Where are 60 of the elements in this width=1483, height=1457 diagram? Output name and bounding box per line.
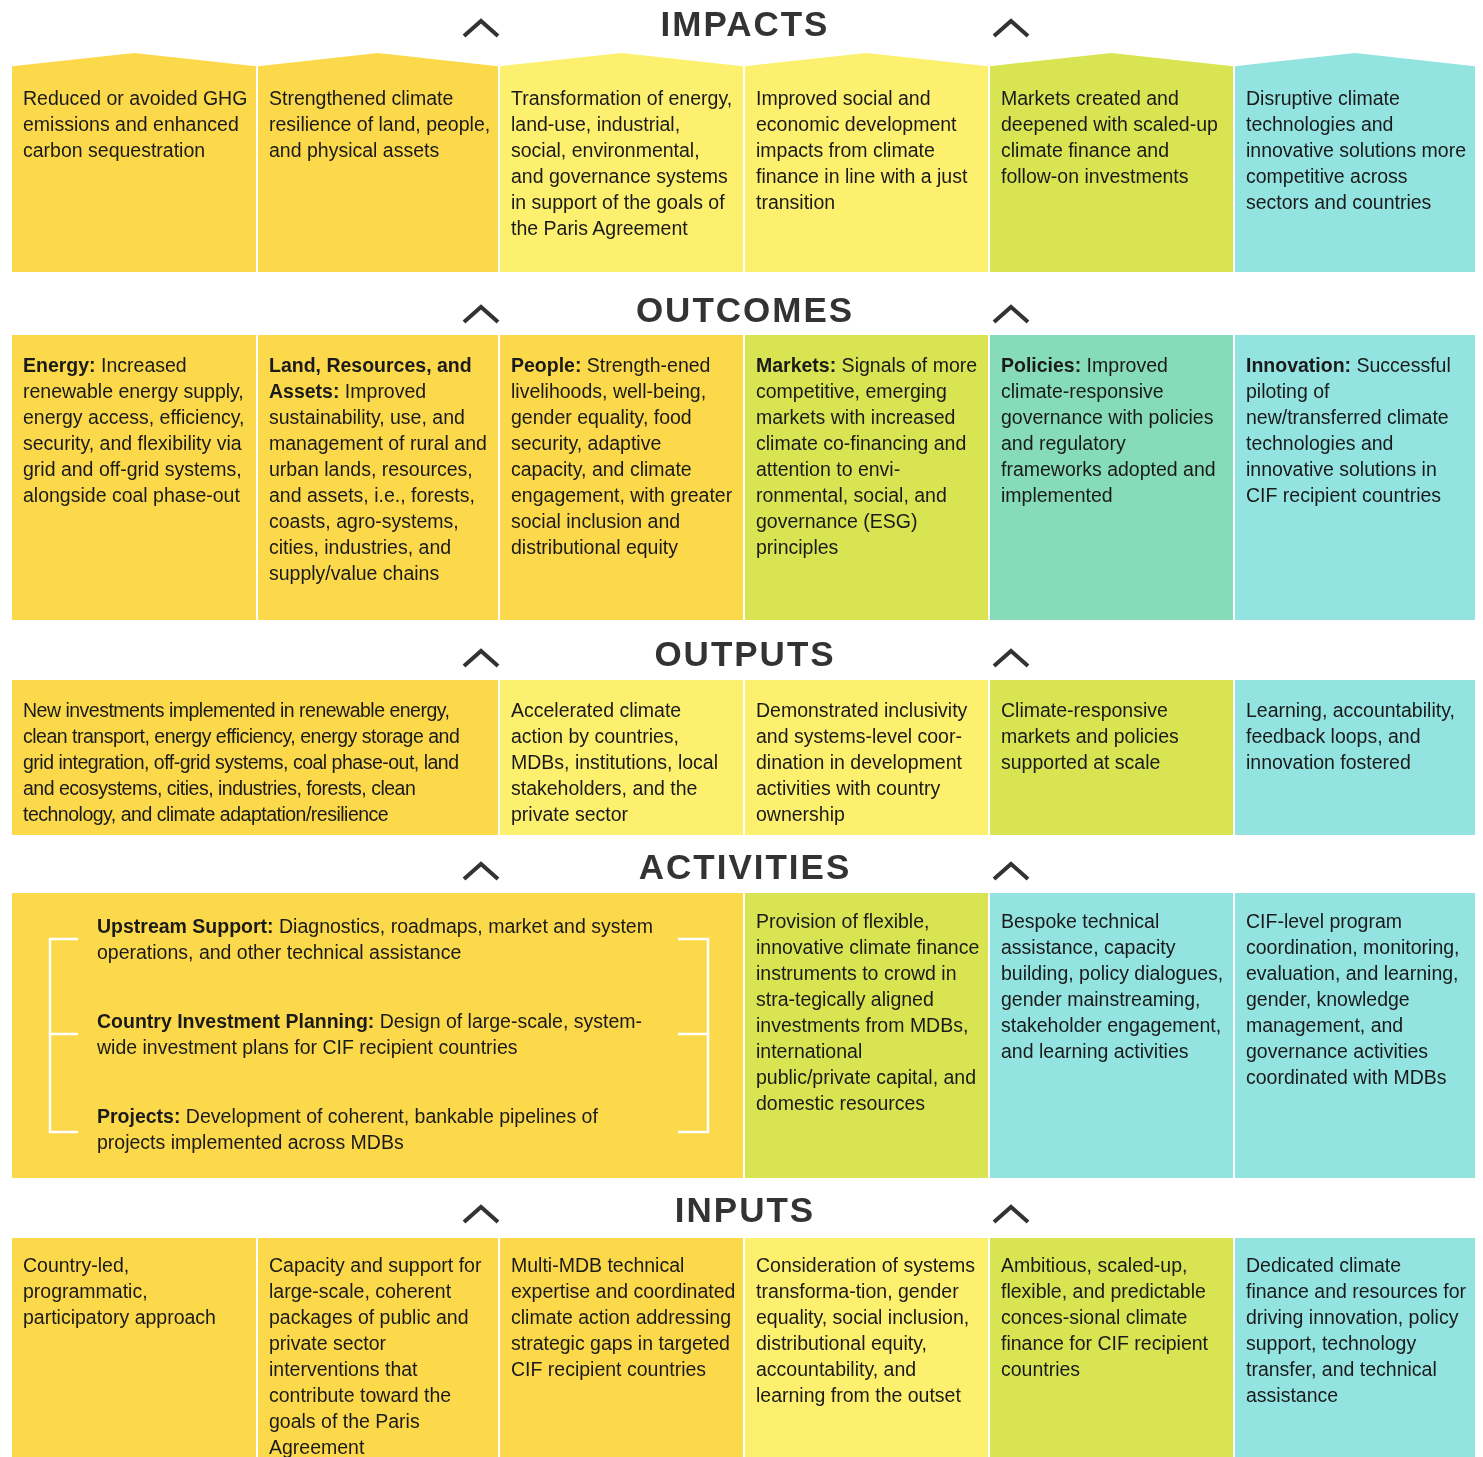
activity-text: Upstream Support: Diagnostics, roadmaps, market and system operations, and other technical assistance xyxy=(97,914,654,965)
card-text: Country-led, programmatic, participatory approach xyxy=(23,1253,217,1330)
card-text: People: Strength-ened livelihoods, well-being, gender equality, food security, adaptive capacity, and climate engagement, with greater social inclusion and distributional equity xyxy=(511,353,734,560)
card-text: Bespoke technical assistance, capacity building, policy dialogues, gender mainstreaming, stakeholder engagement, and learning activities xyxy=(1001,909,1225,1064)
impact-card xyxy=(1235,53,1475,272)
card-text: Ambitious, scaled-up, flexible, and predictable conces-sional climate finance for CIF recipient countries xyxy=(1001,1253,1209,1382)
outcome-card xyxy=(500,335,743,620)
outcome-card xyxy=(1235,335,1475,620)
card-text: Markets: Signals of more competitive, emerging markets with increased climate co-financing and attention to envi-ronmental, social, and governance (ESG) principles xyxy=(756,353,979,560)
input-card xyxy=(1235,1238,1475,1457)
card-text: Demonstrated inclusivity and systems-level coor-dination in development activities with country ownership xyxy=(756,698,969,827)
output-card xyxy=(745,680,988,835)
outcome-card xyxy=(745,335,988,620)
output-card xyxy=(12,680,498,835)
card-text: Innovation: Successful piloting of new/transferred climate technologies and innovative solutions in CIF recipient countries xyxy=(1246,353,1452,508)
output-card xyxy=(500,680,743,835)
output-card xyxy=(1235,680,1475,835)
input-card xyxy=(990,1238,1233,1457)
activity-card xyxy=(745,893,988,1178)
impact-card xyxy=(12,53,256,272)
card-text: Provision of flexible, innovative climate finance instruments to crowd in stra-tegically aligned investments from MDBs, international public/private capital, and domestic resources xyxy=(756,909,981,1116)
impact-card xyxy=(745,53,988,272)
section-heading: IMPACTS xyxy=(660,4,830,44)
output-card xyxy=(990,680,1233,835)
input-card xyxy=(500,1238,743,1457)
activity-text: Projects: Development of coherent, bankable pipelines of projects implemented across MDBs xyxy=(97,1104,599,1155)
card-text: New investments implemented in renewable energy, clean transport, energy efficiency, energy storage and grid integration, off-grid systems, coal phase-out, land and ecosystems, cities, industries, forests, clean technology, and climate adaptation/resilience xyxy=(23,698,461,827)
section-heading: OUTPUTS xyxy=(654,634,836,674)
activity-card xyxy=(1235,893,1475,1178)
card-text: Land, Resources, and Assets: Improved sustainability, use, and management of rural and urban lands, resources, and assets, i.e., forests, coasts, agro-systems, cities, industries, and supply/value chains xyxy=(269,353,488,586)
card-text: CIF-level program coordination, monitoring, evaluation, and learning, gender, knowledge management, and governance activities coordinated with MDBs xyxy=(1246,909,1461,1090)
activity-text: Country Investment Planning: Design of large-scale, system-wide investment plans for CIF recipient countries xyxy=(97,1009,644,1060)
card-text: Transformation of energy, land-use, industrial, social, environmental, and governance systems in support of the goals of the Paris Agreement xyxy=(511,86,734,241)
card-text: Accelerated climate action by countries, MDBs, institutions, local stakeholders, and the private sector xyxy=(511,698,719,827)
impact-card xyxy=(258,53,498,272)
card-text: Consideration of systems transforma-tion, gender equality, social inclusion, distributional equity, accountability, and learning from the outset xyxy=(756,1253,976,1408)
impact-card xyxy=(990,53,1233,272)
card-text: Learning, accountability, feedback loops, and innovation fostered xyxy=(1246,698,1456,775)
card-text: Disruptive climate technologies and innovative solutions more competitive across sectors and countries xyxy=(1246,86,1468,215)
section-heading: OUTCOMES xyxy=(635,290,855,330)
card-text: Strengthened climate resilience of land, people, and physical assets xyxy=(269,86,492,163)
section-heading: ACTIVITIES xyxy=(638,847,852,887)
card-text: Multi-MDB technical expertise and coordinated climate action addressing strategic gaps in targeted CIF recipient countries xyxy=(511,1253,737,1382)
activity-card xyxy=(990,893,1233,1178)
card-text: Climate-responsive markets and policies supported at scale xyxy=(1001,698,1180,775)
outcome-card xyxy=(258,335,498,620)
input-card xyxy=(12,1238,256,1457)
card-text: Energy: Increased renewable energy supply, energy access, efficiency, security, and flexibility via grid and off-grid systems, alongside coal phase-out xyxy=(23,353,246,508)
activity-card xyxy=(12,893,743,1178)
impact-card xyxy=(500,53,743,272)
outcome-card xyxy=(12,335,256,620)
input-card xyxy=(745,1238,988,1457)
card-text: Improved social and economic development impacts from climate finance in line with a just transition xyxy=(756,86,969,215)
card-text: Dedicated climate finance and resources for driving innovation, policy support, technology transfer, and technical assistance xyxy=(1246,1253,1468,1408)
card-text: Reduced or avoided GHG emissions and enhanced carbon sequestration xyxy=(23,86,249,163)
section-heading: INPUTS xyxy=(674,1190,816,1230)
card-text: Policies: Improved climate-responsive governance with policies and regulatory frameworks adopted and implemented xyxy=(1001,353,1217,508)
card-text: Markets created and deepened with scaled-up climate finance and follow-on investments xyxy=(1001,86,1219,189)
outcome-card xyxy=(990,335,1233,620)
input-card xyxy=(258,1238,498,1457)
